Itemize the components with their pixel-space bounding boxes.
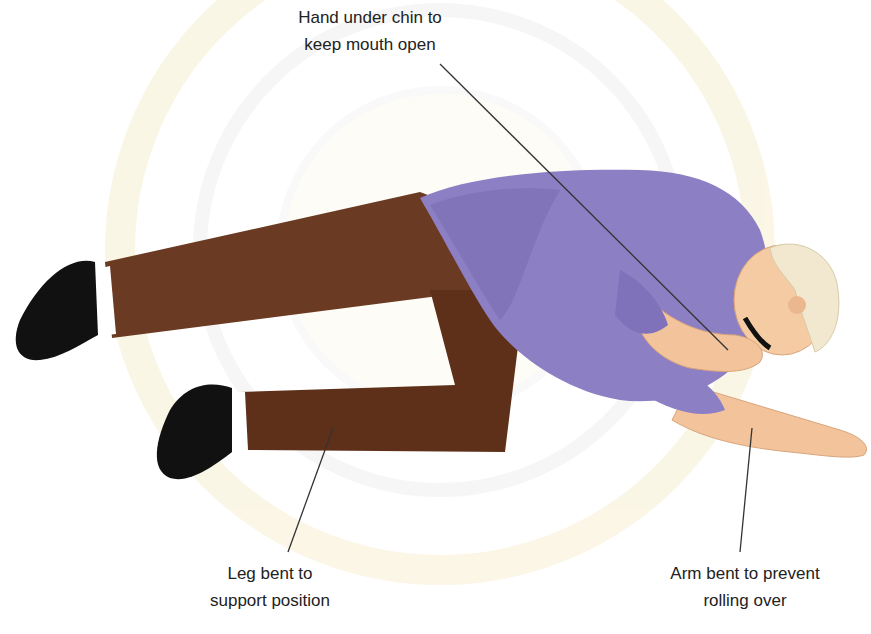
ear [788,296,806,314]
hair [770,244,839,352]
bent-leg [240,290,520,452]
torso [420,170,768,402]
shoe [157,384,232,479]
upper-leg [105,192,485,338]
callout-label: Arm bent to prevent rolling over [650,560,840,614]
sleeve [615,270,668,334]
shoe [16,261,98,360]
leader-line [440,64,728,350]
callout-label: Hand under chin to keep mouth open [285,4,455,58]
torso-shade [430,188,560,320]
leader-line [740,428,752,552]
leader-line [288,428,333,552]
callout-label: Leg bent to support position [200,560,340,614]
